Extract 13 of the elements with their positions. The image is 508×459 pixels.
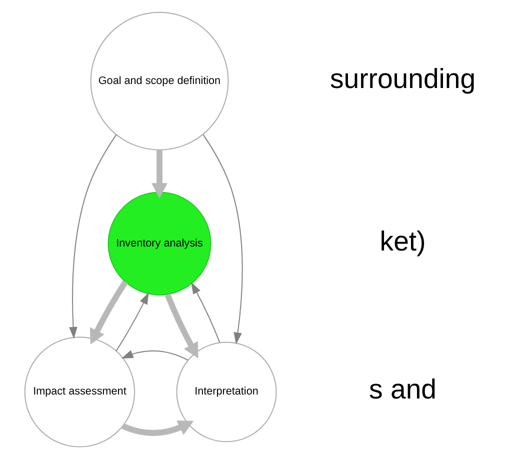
label: surrounding bbox=[329, 62, 476, 94]
arrow bbox=[121, 420, 194, 436]
arrow bbox=[115, 292, 148, 352]
arrow bbox=[89, 280, 128, 344]
label: s and bbox=[368, 374, 436, 405]
arrow bbox=[202, 134, 242, 344]
arrow bbox=[151, 150, 167, 198]
arrow bbox=[120, 350, 188, 361]
node-circle: Goal and scope definition bbox=[90, 12, 228, 150]
label: ket) bbox=[379, 225, 426, 256]
arrow bbox=[68, 134, 116, 339]
arrow bbox=[164, 293, 198, 358]
arrow bbox=[190, 282, 220, 343]
